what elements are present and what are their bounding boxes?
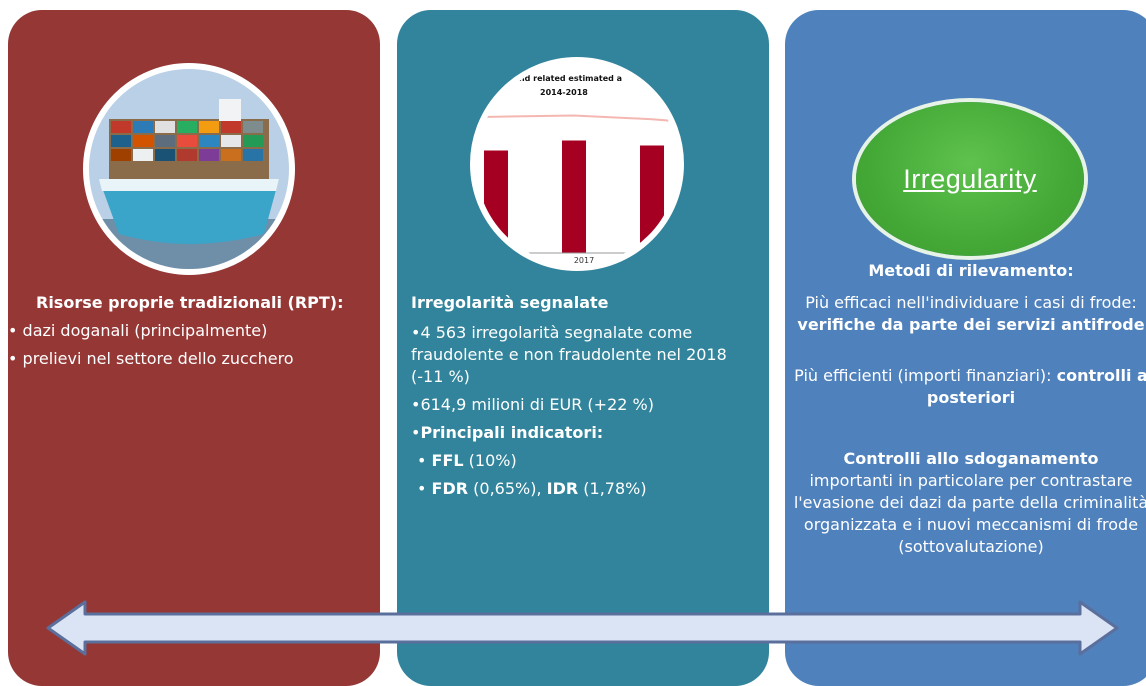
list-item: FDR (0,65%), IDR (1,78%) bbox=[411, 478, 763, 500]
paragraph-antifraud: Più efficaci nell'individuare i casi di … bbox=[785, 292, 1146, 336]
indicator-ffl: FFL bbox=[431, 451, 464, 470]
list-item: 614,9 milioni di EUR (+22 %) bbox=[411, 394, 763, 416]
indicator-fdr: FDR bbox=[431, 479, 469, 498]
para1-bold: verifiche da parte dei servizi antifrode bbox=[797, 315, 1145, 334]
panel2-title: Irregolarità segnalate bbox=[411, 293, 609, 312]
indicator-fdr-value: (0,65%), bbox=[468, 479, 547, 498]
panel-detection-methods: Irregularity Metodi di rilevamento: Più … bbox=[785, 10, 1146, 686]
para3-text: importanti in particolare per contrastar… bbox=[793, 471, 1146, 556]
paragraph-post-controls: Più efficienti (importi finanziari): con… bbox=[785, 365, 1146, 409]
chart-tick-label: 2017 bbox=[574, 256, 594, 265]
panel1-title: Risorse proprie tradizionali (RPT): bbox=[36, 293, 344, 312]
para3-bold: Controlli allo sdoganamento bbox=[843, 449, 1099, 468]
para2-text: Più efficienti (importi finanziari): bbox=[794, 366, 1057, 385]
bullet-text: 4 563 irregolarità segnalate come fraudo… bbox=[411, 323, 727, 386]
bullet-text: 614,9 milioni di EUR (+22 %) bbox=[420, 395, 654, 414]
trend-line bbox=[476, 114, 678, 123]
list-item: prelievi nel settore dello zucchero bbox=[8, 348, 294, 370]
panel-reported-irregularities: s and related estimated a 2014-2018 2016… bbox=[397, 10, 769, 686]
chart-bar bbox=[562, 140, 586, 253]
panel2-bullets: 4 563 irregolarità segnalate come fraudo… bbox=[411, 322, 763, 506]
panel1-bullets: dazi doganali (principalmente) prelievi … bbox=[8, 320, 294, 376]
list-item: FFL (10%) bbox=[411, 450, 763, 472]
list-item: 4 563 irregolarità segnalate come fraudo… bbox=[411, 322, 763, 388]
para2-bold: controlli a posteriori bbox=[926, 366, 1146, 407]
paragraph-clearance-controls: Controlli allo sdoganamento importanti in… bbox=[785, 448, 1146, 558]
para1-text: Più efficaci nell'individuare i casi di … bbox=[805, 293, 1137, 312]
indicator-idr: IDR bbox=[546, 479, 579, 498]
panel-traditional-own-resources: Risorse proprie tradizionali (RPT): dazi… bbox=[8, 10, 380, 686]
irregularity-badge: Irregularity bbox=[856, 102, 1084, 256]
chart-title: s and related estimated a bbox=[506, 74, 622, 83]
indicator-idr-value: (1,78%) bbox=[578, 479, 647, 498]
bullet-text: Principali indicatori: bbox=[420, 423, 604, 442]
detection-heading: Metodi di rilevamento: bbox=[868, 261, 1074, 280]
badge-text: Irregularity bbox=[903, 163, 1037, 194]
list-item: Principali indicatori: bbox=[411, 422, 763, 444]
chart-subtitle: 2014-2018 bbox=[540, 88, 588, 97]
list-item: dazi doganali (principalmente) bbox=[8, 320, 294, 342]
indicator-ffl-value: (10%) bbox=[463, 451, 517, 470]
